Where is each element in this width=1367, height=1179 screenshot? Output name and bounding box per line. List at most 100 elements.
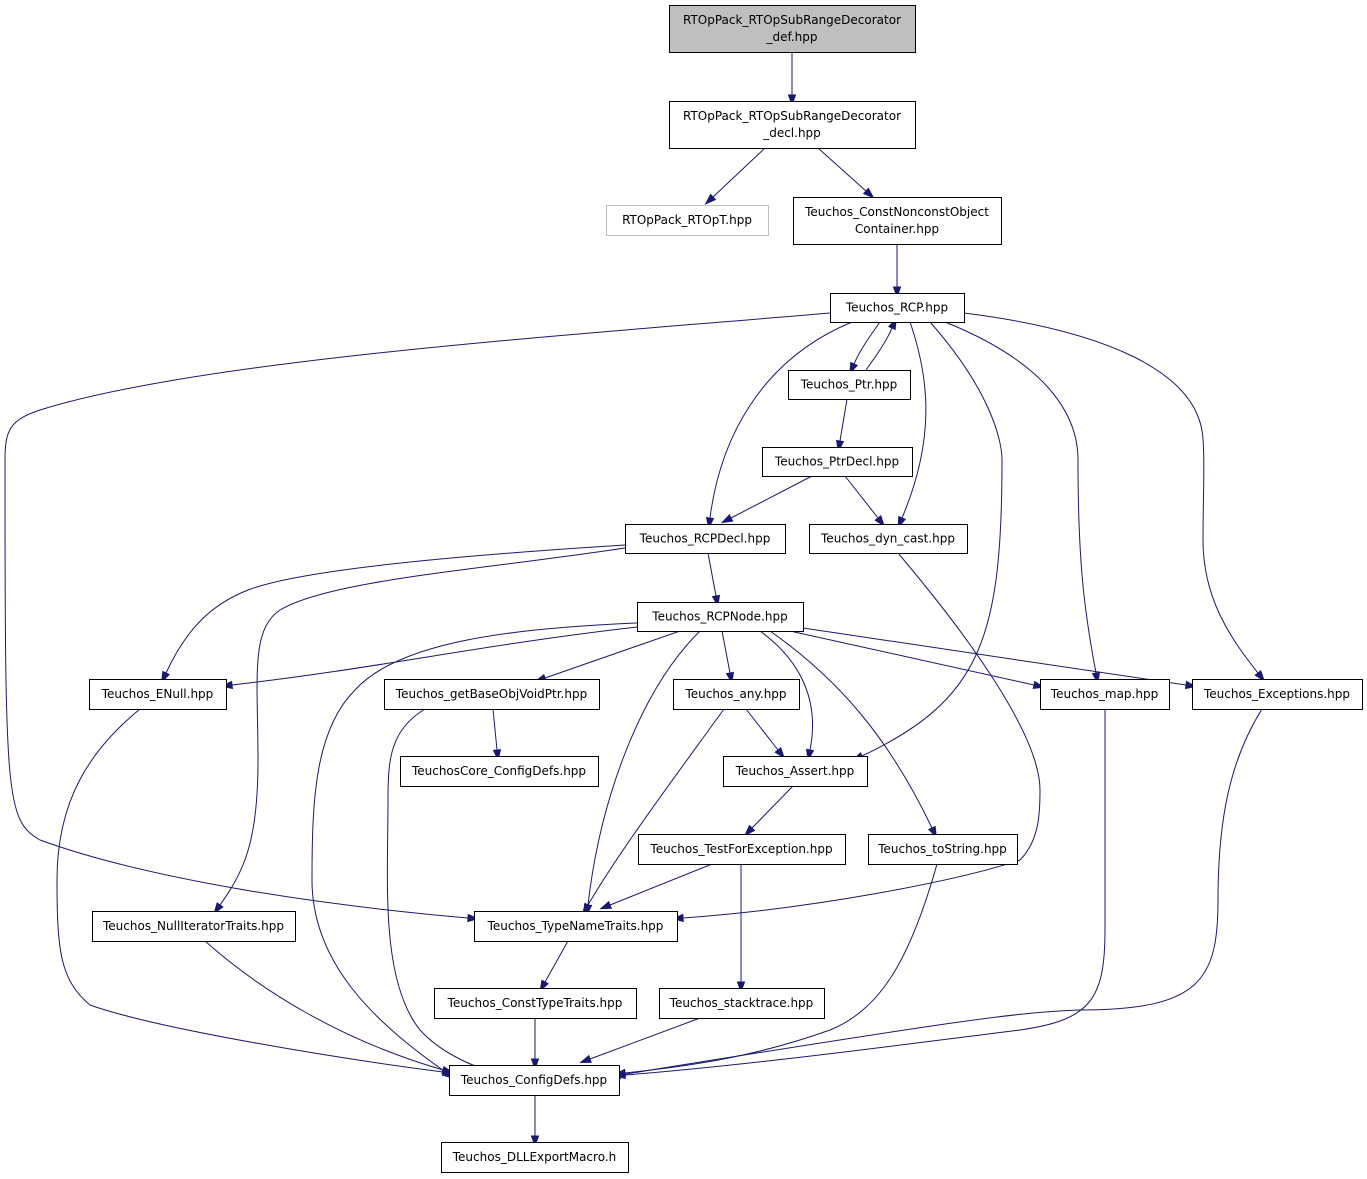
node-label: _def.hpp bbox=[765, 30, 817, 44]
node-rcpnode[interactable]: Teuchos_RCPNode.hpp bbox=[637, 602, 804, 632]
node-dllexport[interactable]: Teuchos_DLLExportMacro.h bbox=[441, 1142, 629, 1173]
edge-arrowhead bbox=[492, 749, 502, 762]
edge-rcp-to-typename bbox=[4, 312, 831, 923]
edge-rcp-to-rcpdecl bbox=[705, 321, 853, 530]
node-nulliter[interactable]: Teuchos_NullIteratorTraits.hpp bbox=[92, 911, 296, 942]
node-label: Teuchos_Exceptions.hpp bbox=[1203, 687, 1350, 701]
edge-ptr-to-rcp bbox=[865, 317, 897, 371]
node-rcp[interactable]: Teuchos_RCP.hpp bbox=[830, 293, 965, 323]
node-label: Teuchos_getBaseObjVoidPtr.hpp bbox=[395, 687, 587, 701]
node-label: Teuchos_TypeNameTraits.hpp bbox=[487, 919, 664, 933]
edge-line bbox=[624, 708, 1106, 1076]
edge-arrowhead bbox=[874, 515, 886, 528]
node-box bbox=[868, 834, 1018, 865]
node-label: RTOpPack_RTOpT.hpp bbox=[622, 213, 752, 227]
edge-rcpdecl-to-nulliter bbox=[213, 547, 626, 915]
node-exceptions[interactable]: Teuchos_Exceptions.hpp bbox=[1192, 679, 1363, 710]
edge-rcpdecl-to-rcpnode bbox=[707, 552, 721, 608]
node-def[interactable]: RTOpPack_RTOpSubRangeDecorator_def.hpp bbox=[669, 5, 916, 53]
edge-line bbox=[544, 630, 681, 679]
node-decl[interactable]: RTOpPack_RTOpSubRangeDecorator_decl.hpp bbox=[669, 101, 916, 149]
node-any[interactable]: Teuchos_any.hpp bbox=[673, 679, 800, 710]
node-box bbox=[830, 293, 965, 323]
node-box bbox=[638, 834, 846, 865]
edge-rcpnode-to-typename bbox=[583, 630, 701, 917]
node-label: Teuchos_ConfigDefs.hpp bbox=[460, 1073, 607, 1087]
node-label: Teuchos_TestForException.hpp bbox=[649, 842, 832, 856]
edge-line bbox=[219, 547, 626, 906]
edge-line bbox=[944, 321, 1097, 674]
node-coreconfig[interactable]: TeuchosCore_ConfigDefs.hpp bbox=[400, 756, 599, 787]
edge-line bbox=[492, 708, 498, 751]
node-configdefs[interactable]: Teuchos_ConfigDefs.hpp bbox=[449, 1065, 620, 1096]
graph-nodes: RTOpPack_RTOpSubRangeDecorator_def.hppRT… bbox=[89, 5, 1363, 1173]
edge-testforexc-to-stacktrace bbox=[736, 864, 746, 994]
node-rtopt[interactable]: RTOpPack_RTOpT.hpp bbox=[606, 205, 769, 236]
node-label: Teuchos_PtrDecl.hpp bbox=[774, 455, 899, 469]
edge-any-to-typename bbox=[582, 708, 725, 915]
node-tostring[interactable]: Teuchos_toString.hpp bbox=[868, 834, 1018, 865]
node-label: TeuchosCore_ConfigDefs.hpp bbox=[411, 764, 586, 778]
edge-enull-to-configdefs bbox=[56, 708, 455, 1077]
node-testforexc[interactable]: Teuchos_TestForException.hpp bbox=[638, 834, 846, 865]
node-rcpdecl[interactable]: Teuchos_RCPDecl.hpp bbox=[625, 524, 786, 554]
edge-line bbox=[861, 321, 1003, 757]
edge-line bbox=[759, 630, 814, 751]
edge-line bbox=[901, 321, 927, 519]
node-box bbox=[606, 205, 769, 236]
edge-line bbox=[963, 312, 1259, 674]
edge-rcpnode-to-map bbox=[789, 630, 1046, 689]
node-label: Teuchos_toString.hpp bbox=[877, 842, 1007, 856]
node-label: Teuchos_Ptr.hpp bbox=[800, 378, 898, 392]
node-assert[interactable]: Teuchos_Assert.hpp bbox=[723, 756, 868, 787]
node-map[interactable]: Teuchos_map.hpp bbox=[1040, 679, 1170, 710]
node-box bbox=[723, 756, 868, 787]
edge-decl-to-cnoc bbox=[817, 147, 875, 199]
edge-arrowhead bbox=[736, 981, 746, 994]
edge-line bbox=[619, 708, 1263, 1076]
node-label: Teuchos_RCPNode.hpp bbox=[651, 610, 787, 624]
edge-arrowhead bbox=[720, 514, 734, 524]
edge-line bbox=[721, 630, 731, 674]
edge-ptrdecl-to-rcpdecl bbox=[720, 475, 813, 524]
node-box bbox=[669, 101, 916, 149]
node-label: Teuchos_RCPDecl.hpp bbox=[639, 532, 771, 546]
edge-line bbox=[712, 147, 766, 198]
node-consttype[interactable]: Teuchos_ConstTypeTraits.hpp bbox=[434, 988, 637, 1019]
node-typename[interactable]: Teuchos_TypeNameTraits.hpp bbox=[474, 911, 678, 942]
edge-rcpnode-to-getbase bbox=[534, 630, 681, 682]
edge-arrowhead bbox=[599, 900, 613, 910]
node-enull[interactable]: Teuchos_ENull.hpp bbox=[89, 679, 227, 710]
edge-line bbox=[587, 630, 701, 906]
edge-line bbox=[682, 552, 1041, 919]
edge-any-to-assert bbox=[745, 708, 786, 760]
node-stacktrace[interactable]: Teuchos_stacktrace.hpp bbox=[659, 988, 825, 1019]
edge-line bbox=[311, 622, 638, 1074]
node-label: Teuchos_dyn_cast.hpp bbox=[820, 532, 955, 546]
edge-rcp-to-dyncast bbox=[897, 321, 927, 529]
edge-line bbox=[789, 630, 1035, 686]
edge-consttype-to-configdefs bbox=[530, 1018, 540, 1071]
edge-line bbox=[745, 708, 779, 751]
edge-rcpnode-to-tostring bbox=[769, 630, 937, 839]
edge-decl-to-rtopt bbox=[704, 147, 766, 205]
node-box bbox=[637, 602, 804, 632]
edge-line bbox=[204, 940, 444, 1071]
node-box bbox=[449, 1065, 620, 1096]
edge-getbase-to-coreconfig bbox=[492, 708, 502, 762]
node-ptrdecl[interactable]: Teuchos_PtrDecl.hpp bbox=[762, 447, 913, 477]
node-label: _decl.hpp bbox=[762, 126, 821, 140]
node-ptr[interactable]: Teuchos_Ptr.hpp bbox=[788, 370, 911, 400]
node-label: Teuchos_stacktrace.hpp bbox=[669, 996, 814, 1010]
node-box bbox=[669, 5, 916, 53]
node-box bbox=[434, 988, 637, 1019]
edge-line bbox=[709, 321, 853, 519]
edge-rcpdecl-to-enull bbox=[161, 544, 626, 684]
edge-line bbox=[730, 475, 813, 519]
node-label: Teuchos_NullIteratorTraits.hpp bbox=[102, 919, 284, 933]
node-getbase[interactable]: Teuchos_getBaseObjVoidPtr.hpp bbox=[384, 679, 600, 710]
node-dyncast[interactable]: Teuchos_dyn_cast.hpp bbox=[809, 524, 968, 554]
edge-arrowhead bbox=[1254, 670, 1266, 683]
edge-arrowhead bbox=[892, 286, 902, 299]
